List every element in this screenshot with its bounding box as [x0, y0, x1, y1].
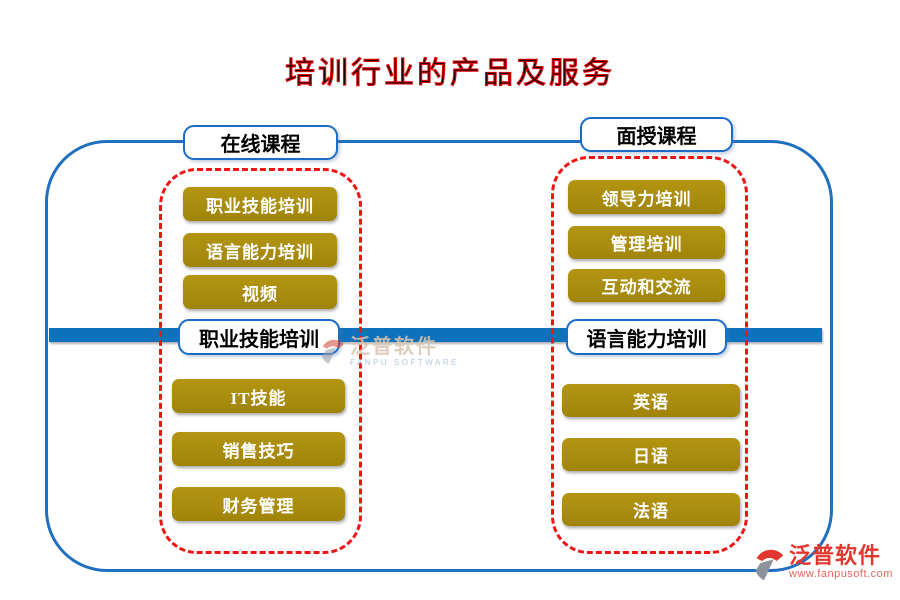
- online-mid-label: 职业技能培训: [178, 319, 340, 355]
- footer-brand-text: 泛普软件: [789, 543, 882, 568]
- watermark-caption-text: FANPU SOFTWARE: [350, 358, 459, 367]
- online-item-sales-skills: 销售技巧: [172, 432, 345, 466]
- offline-item-english: 英语: [562, 384, 740, 417]
- offline-group-outline: [551, 156, 748, 554]
- online-item-it-skills: IT技能: [172, 379, 345, 413]
- online-item-vocational-skills: 职业技能培训: [183, 187, 337, 221]
- footer-brand-logo: 泛普软件 www.fanpusoft.com: [748, 544, 893, 589]
- fanpu-logo-icon: [316, 336, 346, 371]
- offline-item-french: 法语: [562, 493, 740, 526]
- footer-url-text: www.fanpusoft.com: [789, 568, 893, 580]
- online-group-outline: [159, 168, 362, 554]
- center-watermark: 泛普软件 FANPU SOFTWARE: [316, 336, 459, 371]
- online-item-financial-mgmt: 财务管理: [172, 487, 345, 521]
- offline-header: 面授课程: [580, 117, 733, 152]
- online-header: 在线课程: [183, 125, 338, 160]
- offline-item-leadership: 领导力培训: [568, 180, 725, 214]
- watermark-brand-text: 泛普软件: [350, 336, 438, 358]
- online-item-video: 视频: [183, 275, 337, 309]
- offline-item-management: 管理培训: [568, 226, 725, 259]
- online-item-language-ability: 语言能力培训: [183, 233, 337, 267]
- offline-item-japanese: 日语: [562, 438, 740, 471]
- offline-mid-label: 语言能力培训: [566, 319, 727, 355]
- fanpu-logo-icon: [748, 544, 786, 589]
- offline-item-interaction: 互动和交流: [568, 269, 725, 302]
- diagram-title: 培训行业的产品及服务: [284, 56, 615, 90]
